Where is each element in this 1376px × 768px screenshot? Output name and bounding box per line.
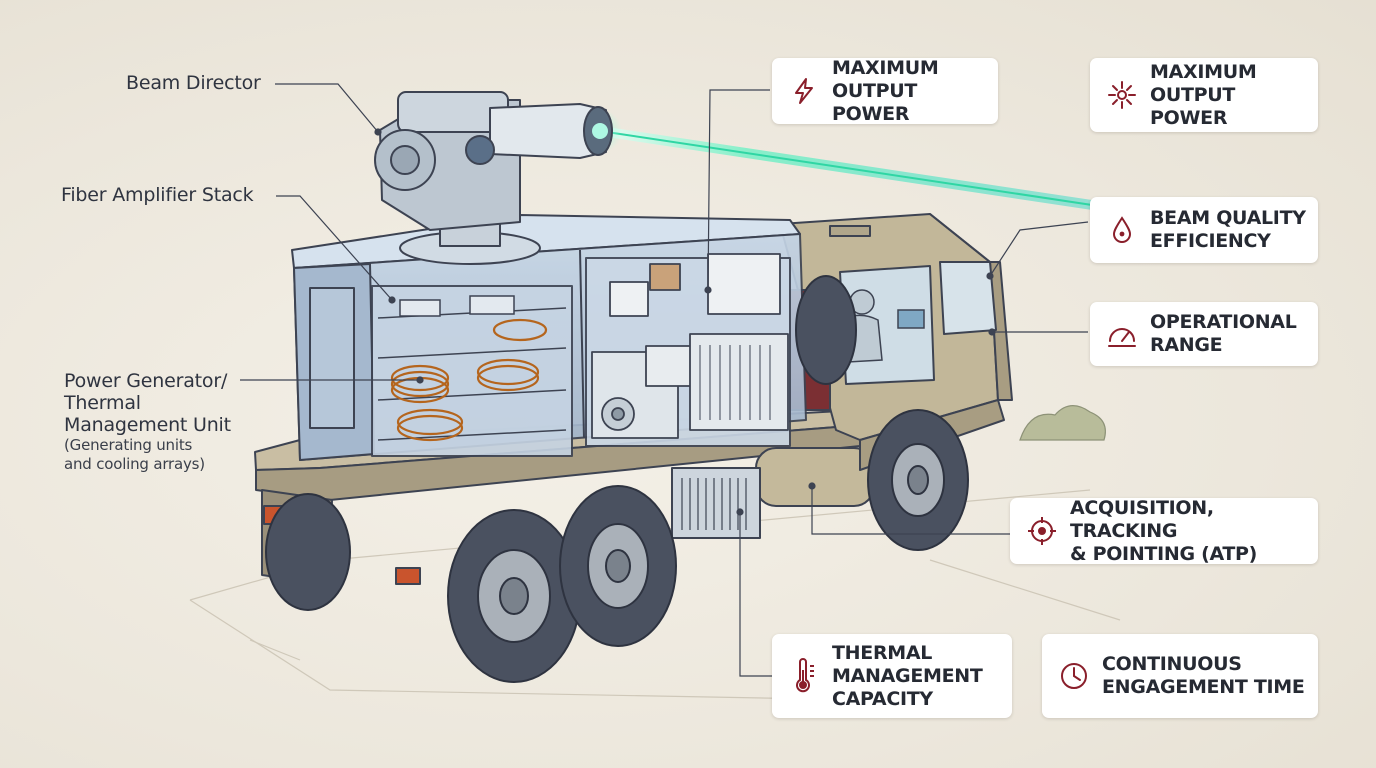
- spec-card-1-line1: MAXIMUM: [832, 57, 998, 80]
- spec-card-atp: ACQUISITION, TRACKING& POINTING (ATP): [1010, 498, 1318, 564]
- bush: [1020, 406, 1105, 440]
- label-fiber-amplifier: Fiber Amplifier Stack: [61, 184, 253, 206]
- spec-card-3-line1: BEAM QUALITY: [1150, 207, 1306, 230]
- spec-card-3-line2: EFFICIENCY: [1150, 230, 1306, 253]
- burst-icon: [1104, 77, 1140, 113]
- spec-card-2-line1: MAXIMUM: [1150, 61, 1318, 84]
- spec-card-6-line2: MANAGEMENT: [832, 665, 983, 688]
- spec-card-6-line3: CAPACITY: [832, 688, 983, 711]
- spec-card-6-line1: THERMAL: [832, 642, 983, 665]
- label-power-generator: Power Generator/ Thermal Management Unit…: [64, 370, 231, 474]
- crosshair-icon: [1024, 513, 1060, 549]
- spec-card-7-line2: ENGAGEMENT TIME: [1102, 676, 1305, 699]
- label-power-generator-line2: Thermal: [64, 392, 231, 414]
- thermometer-icon: [786, 658, 822, 694]
- drop-icon: [1104, 212, 1140, 248]
- label-power-generator-line3: Management Unit: [64, 414, 231, 436]
- spec-card-4-line1: OPERATIONAL: [1150, 311, 1297, 334]
- clock-icon: [1056, 658, 1092, 694]
- spec-card-4-line2: RANGE: [1150, 334, 1297, 357]
- gauge-icon: [1104, 316, 1140, 352]
- label-power-generator-sub1: (Generating units: [64, 436, 231, 455]
- lightning-icon: [786, 73, 822, 109]
- label-power-generator-line1: Power Generator/: [64, 370, 231, 392]
- spec-card-7-line1: CONTINUOUS: [1102, 653, 1305, 676]
- label-power-generator-sub2: and cooling arrays): [64, 455, 231, 474]
- label-beam-director: Beam Director: [126, 72, 261, 94]
- spec-card-1-line2: OUTPUT POWER: [832, 80, 998, 126]
- spec-card-5-line1: ACQUISITION, TRACKING: [1070, 497, 1318, 543]
- spec-card-2-line2: OUTPUT POWER: [1150, 84, 1318, 130]
- spec-card-5-line2: & POINTING (ATP): [1070, 543, 1318, 566]
